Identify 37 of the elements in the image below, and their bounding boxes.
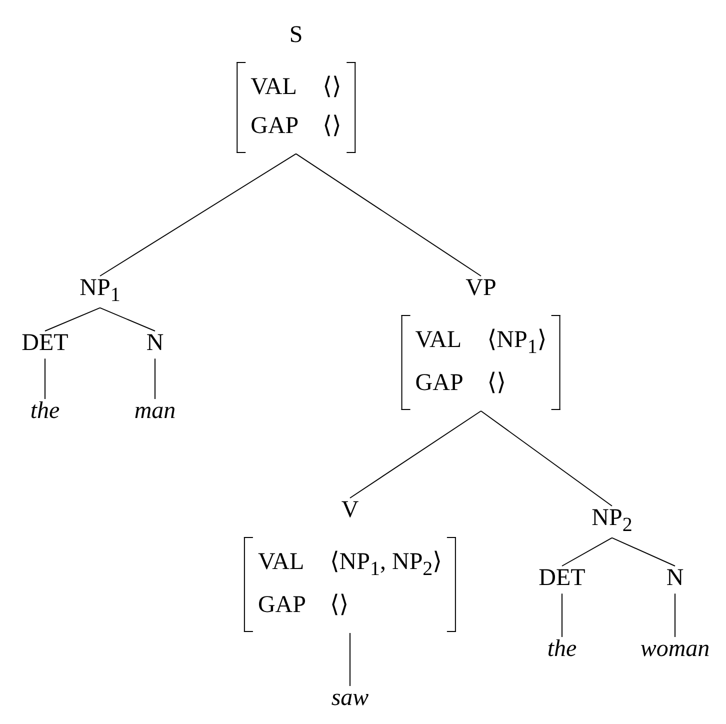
word-label: the [547, 636, 577, 664]
word-label: saw [331, 685, 369, 713]
feature-value: ⟨NP$_{1}$, NP$_{2}$⟩ [330, 548, 442, 580]
tree-branch [44, 307, 100, 332]
category-label: S [289, 22, 303, 50]
category-label: VP [466, 275, 496, 303]
feature-name: GAP [258, 592, 307, 620]
feature-value: ⟨⟩ [322, 113, 342, 141]
feature-value: ⟨NP$_{1}$⟩ [487, 326, 547, 358]
tree-branch [480, 410, 612, 506]
tree-branch [562, 537, 612, 566]
category-label: V [341, 497, 359, 525]
tree-branch [100, 307, 156, 332]
tree-branch [100, 153, 296, 276]
tree-branch [296, 153, 482, 276]
feature-name: GAP [250, 113, 300, 141]
feature-name: VAL [250, 74, 298, 102]
category-label: NP$_{1}$ [80, 275, 120, 307]
category-label: DET [538, 565, 586, 593]
category-label: NP$_{2}$ [592, 505, 632, 537]
feature-value: ⟨⟩ [322, 74, 342, 102]
tree-branch [44, 358, 46, 400]
category-label: N [146, 330, 164, 358]
feature-value: ⟨⟩ [330, 592, 349, 620]
word-label: man [134, 398, 176, 426]
feature-value: ⟨⟩ [487, 370, 506, 398]
category-label: DET [22, 330, 68, 358]
feature-name: GAP [415, 370, 464, 398]
word-label: woman [640, 636, 710, 664]
tree-branch [154, 358, 156, 400]
feature-name: VAL [415, 326, 463, 355]
category-label: N [666, 565, 684, 593]
feature-name: VAL [258, 548, 306, 577]
tree-branch [674, 593, 676, 638]
tree-branch [612, 537, 676, 566]
tree-branch [350, 410, 482, 498]
word-label: the [30, 398, 60, 426]
